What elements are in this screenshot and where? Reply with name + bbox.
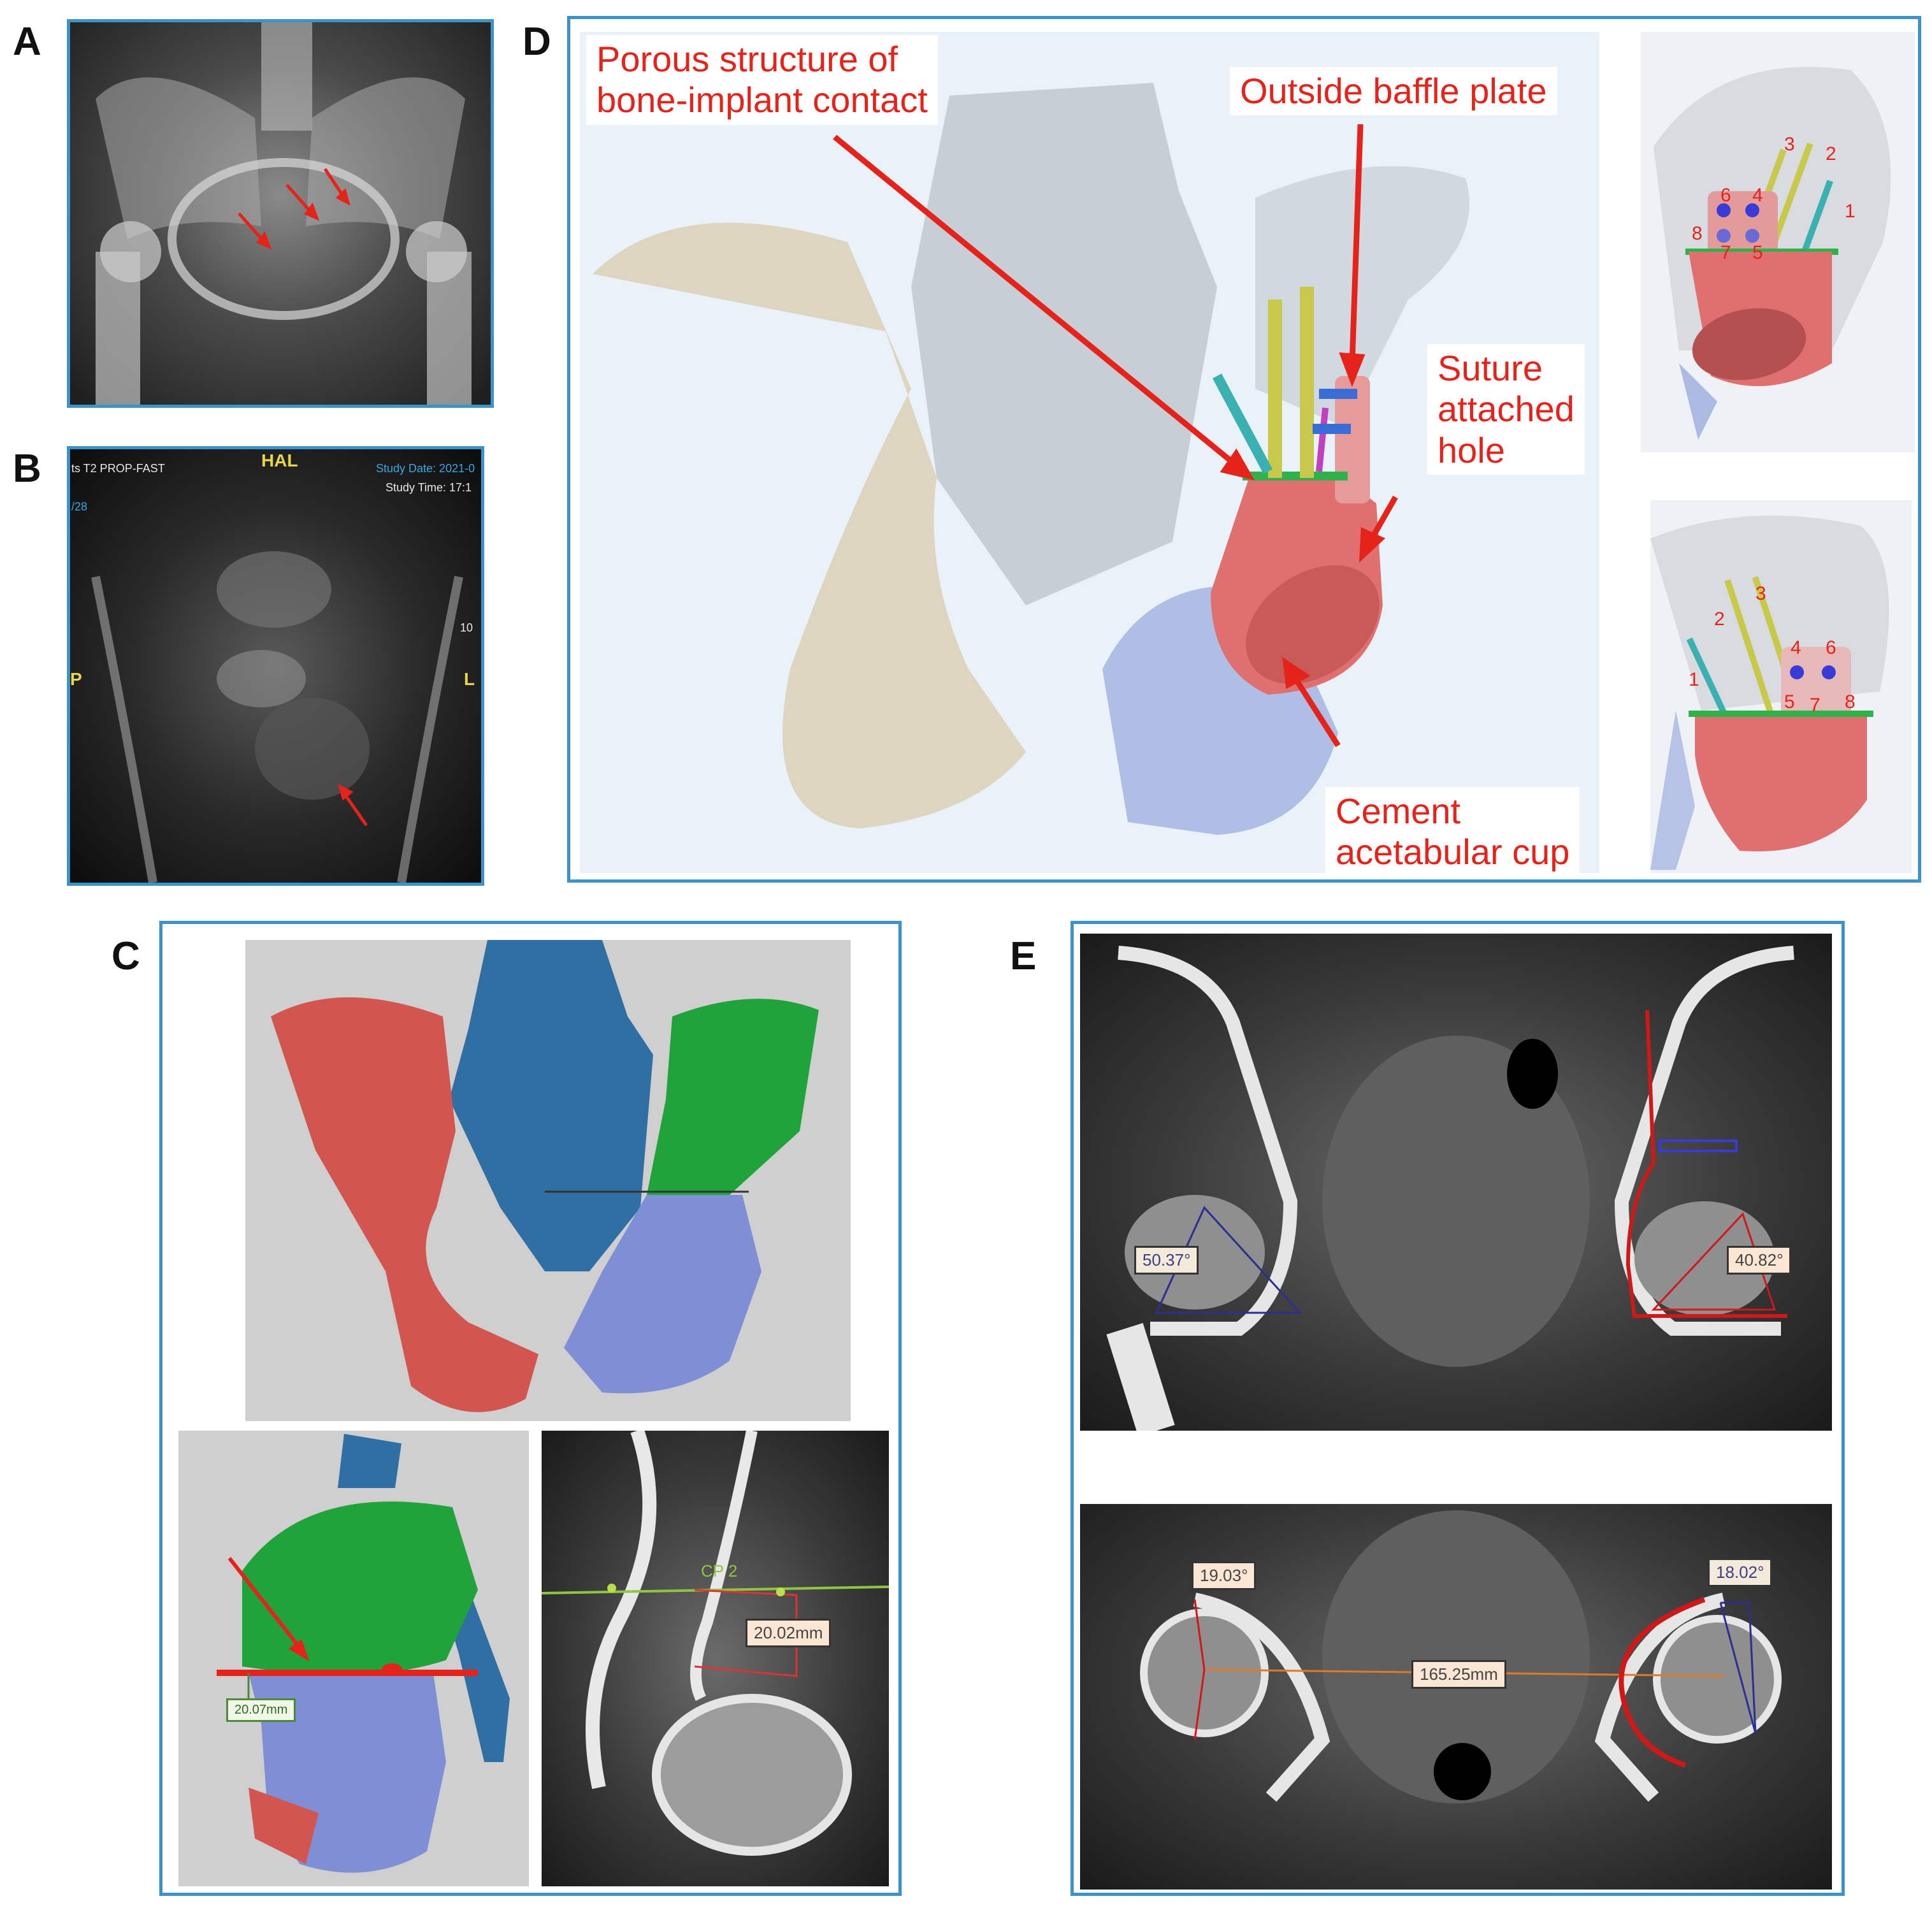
screw-number-6-top: 6 xyxy=(1720,185,1731,206)
panel-letter-d: D xyxy=(523,20,551,64)
screw-number-7-bottom: 7 xyxy=(1810,695,1820,716)
screw-number-7-top: 7 xyxy=(1720,242,1731,263)
pelvis-xray-drawing xyxy=(96,22,472,405)
implant-inset-bottom-drawing xyxy=(1650,516,1889,870)
screw-number-8-bottom: 8 xyxy=(1845,691,1856,712)
label-suture-line1: Suture xyxy=(1438,348,1543,388)
hemipelvis-3d-cut-plane: 20.07mm xyxy=(178,1431,529,1886)
axial-ct-anteversion: 19.03° 18.02° 165.25mm xyxy=(1080,1466,1832,1890)
cut-distance-label-3d: 20.07mm xyxy=(226,1698,296,1722)
panel-b-frame: HAL ts T2 PROP-FAST /28 Study Date: 2021… xyxy=(67,446,484,886)
pelvis-xray-image xyxy=(70,22,491,405)
label-porous-structure: Porous structure of bone-implant contact xyxy=(586,35,938,125)
mri-orientation-top: HAL xyxy=(261,451,298,470)
pelvis-3d-segmentation xyxy=(245,940,851,1421)
screw-number-6-bottom: 6 xyxy=(1826,637,1836,658)
label-porous-line2: bone-implant contact xyxy=(596,80,928,120)
pelvis-3d-drawing xyxy=(271,940,819,1412)
screw-number-4-bottom: 4 xyxy=(1791,637,1801,658)
cut-distance-label-ct: 20.02mm xyxy=(746,1619,832,1647)
mri-study-date: Study Date: 2021-0 xyxy=(376,462,475,475)
label-suture-line3: hole xyxy=(1438,430,1505,470)
coronal-ct-angle-drawing xyxy=(1106,946,1794,1431)
implant-screw-inset-top: 3 2 1 6 4 8 7 5 xyxy=(1641,32,1915,452)
panel-c-frame: 20.07mm CP 2 20.02mm xyxy=(159,921,902,1896)
label-suture-hole: Suture attached hole xyxy=(1427,344,1585,475)
panel-e-frame: 50.37° 40.82° 19.03° 18.02° 165.25mm xyxy=(1071,921,1845,1896)
pelvis-mri-drawing xyxy=(91,551,463,883)
coronal-ct-acetabular-angle: 50.37° 40.82° xyxy=(1080,934,1832,1431)
hemipelvis-3d-drawing xyxy=(217,1434,510,1873)
mri-marker-number: 10 xyxy=(460,621,473,634)
inter-acetabular-distance: 165.25mm xyxy=(1411,1660,1506,1689)
axial-ct-anteversion-drawing xyxy=(1080,1466,1832,1803)
screw-number-8-top: 8 xyxy=(1692,223,1703,244)
screw-number-3-bottom: 3 xyxy=(1755,583,1766,604)
left-acetabular-angle-top: 50.37° xyxy=(1134,1246,1199,1275)
label-suture-line2: attached xyxy=(1438,389,1575,430)
panel-letter-a: A xyxy=(13,20,41,64)
pelvis-mri-image: HAL ts T2 PROP-FAST /28 Study Date: 2021… xyxy=(70,449,481,883)
panel-letter-c: C xyxy=(112,934,140,978)
panel-a-frame xyxy=(67,19,494,408)
mri-marker-left: P xyxy=(70,669,82,689)
screw-number-2-bottom: 2 xyxy=(1714,609,1725,630)
screw-number-5-bottom: 5 xyxy=(1784,691,1795,712)
screw-number-3-top: 3 xyxy=(1784,134,1795,155)
panel-d-frame: Porous structure of bone-implant contact… xyxy=(567,16,1921,883)
panel-letter-e: E xyxy=(1010,934,1037,978)
screw-number-2-top: 2 xyxy=(1826,143,1836,164)
label-outside-baffle-plate: Outside baffle plate xyxy=(1230,67,1557,116)
screw-number-5-top: 5 xyxy=(1752,242,1763,263)
left-anteversion-angle: 19.03° xyxy=(1192,1561,1257,1590)
screw-number-1-top: 1 xyxy=(1845,201,1856,222)
screw-number-1-bottom: 1 xyxy=(1689,669,1699,690)
cut-plane-label: CP 2 xyxy=(701,1561,738,1580)
mri-slice-label: /28 xyxy=(71,500,88,513)
implant-design-main-drawing xyxy=(593,83,1469,835)
right-anteversion-angle: 18.02° xyxy=(1708,1558,1773,1587)
panel-letter-b: B xyxy=(13,447,41,491)
label-cement-line1: Cement xyxy=(1336,791,1461,831)
label-cement-line2: acetabular cup xyxy=(1336,832,1570,872)
coronal-ct-drawing xyxy=(542,1431,889,1856)
implant-screw-inset-bottom: 3 2 1 4 6 5 7 8 xyxy=(1650,500,1912,873)
label-porous-line1: Porous structure of xyxy=(596,39,898,79)
coronal-ct-cut-plane: CP 2 20.02mm xyxy=(542,1431,889,1886)
screw-number-4-top: 4 xyxy=(1752,185,1763,206)
mri-study-time: Study Time: 17:1 xyxy=(386,481,472,494)
mri-marker-right: L xyxy=(464,669,475,689)
implant-inset-top-drawing xyxy=(1654,67,1891,440)
mri-sequence-label: ts T2 PROP-FAST xyxy=(71,462,165,475)
right-acetabular-angle-top: 40.82° xyxy=(1727,1246,1792,1275)
implant-design-main-view: Porous structure of bone-implant contact… xyxy=(580,32,1599,873)
label-cement-cup: Cement acetabular cup xyxy=(1325,787,1580,873)
